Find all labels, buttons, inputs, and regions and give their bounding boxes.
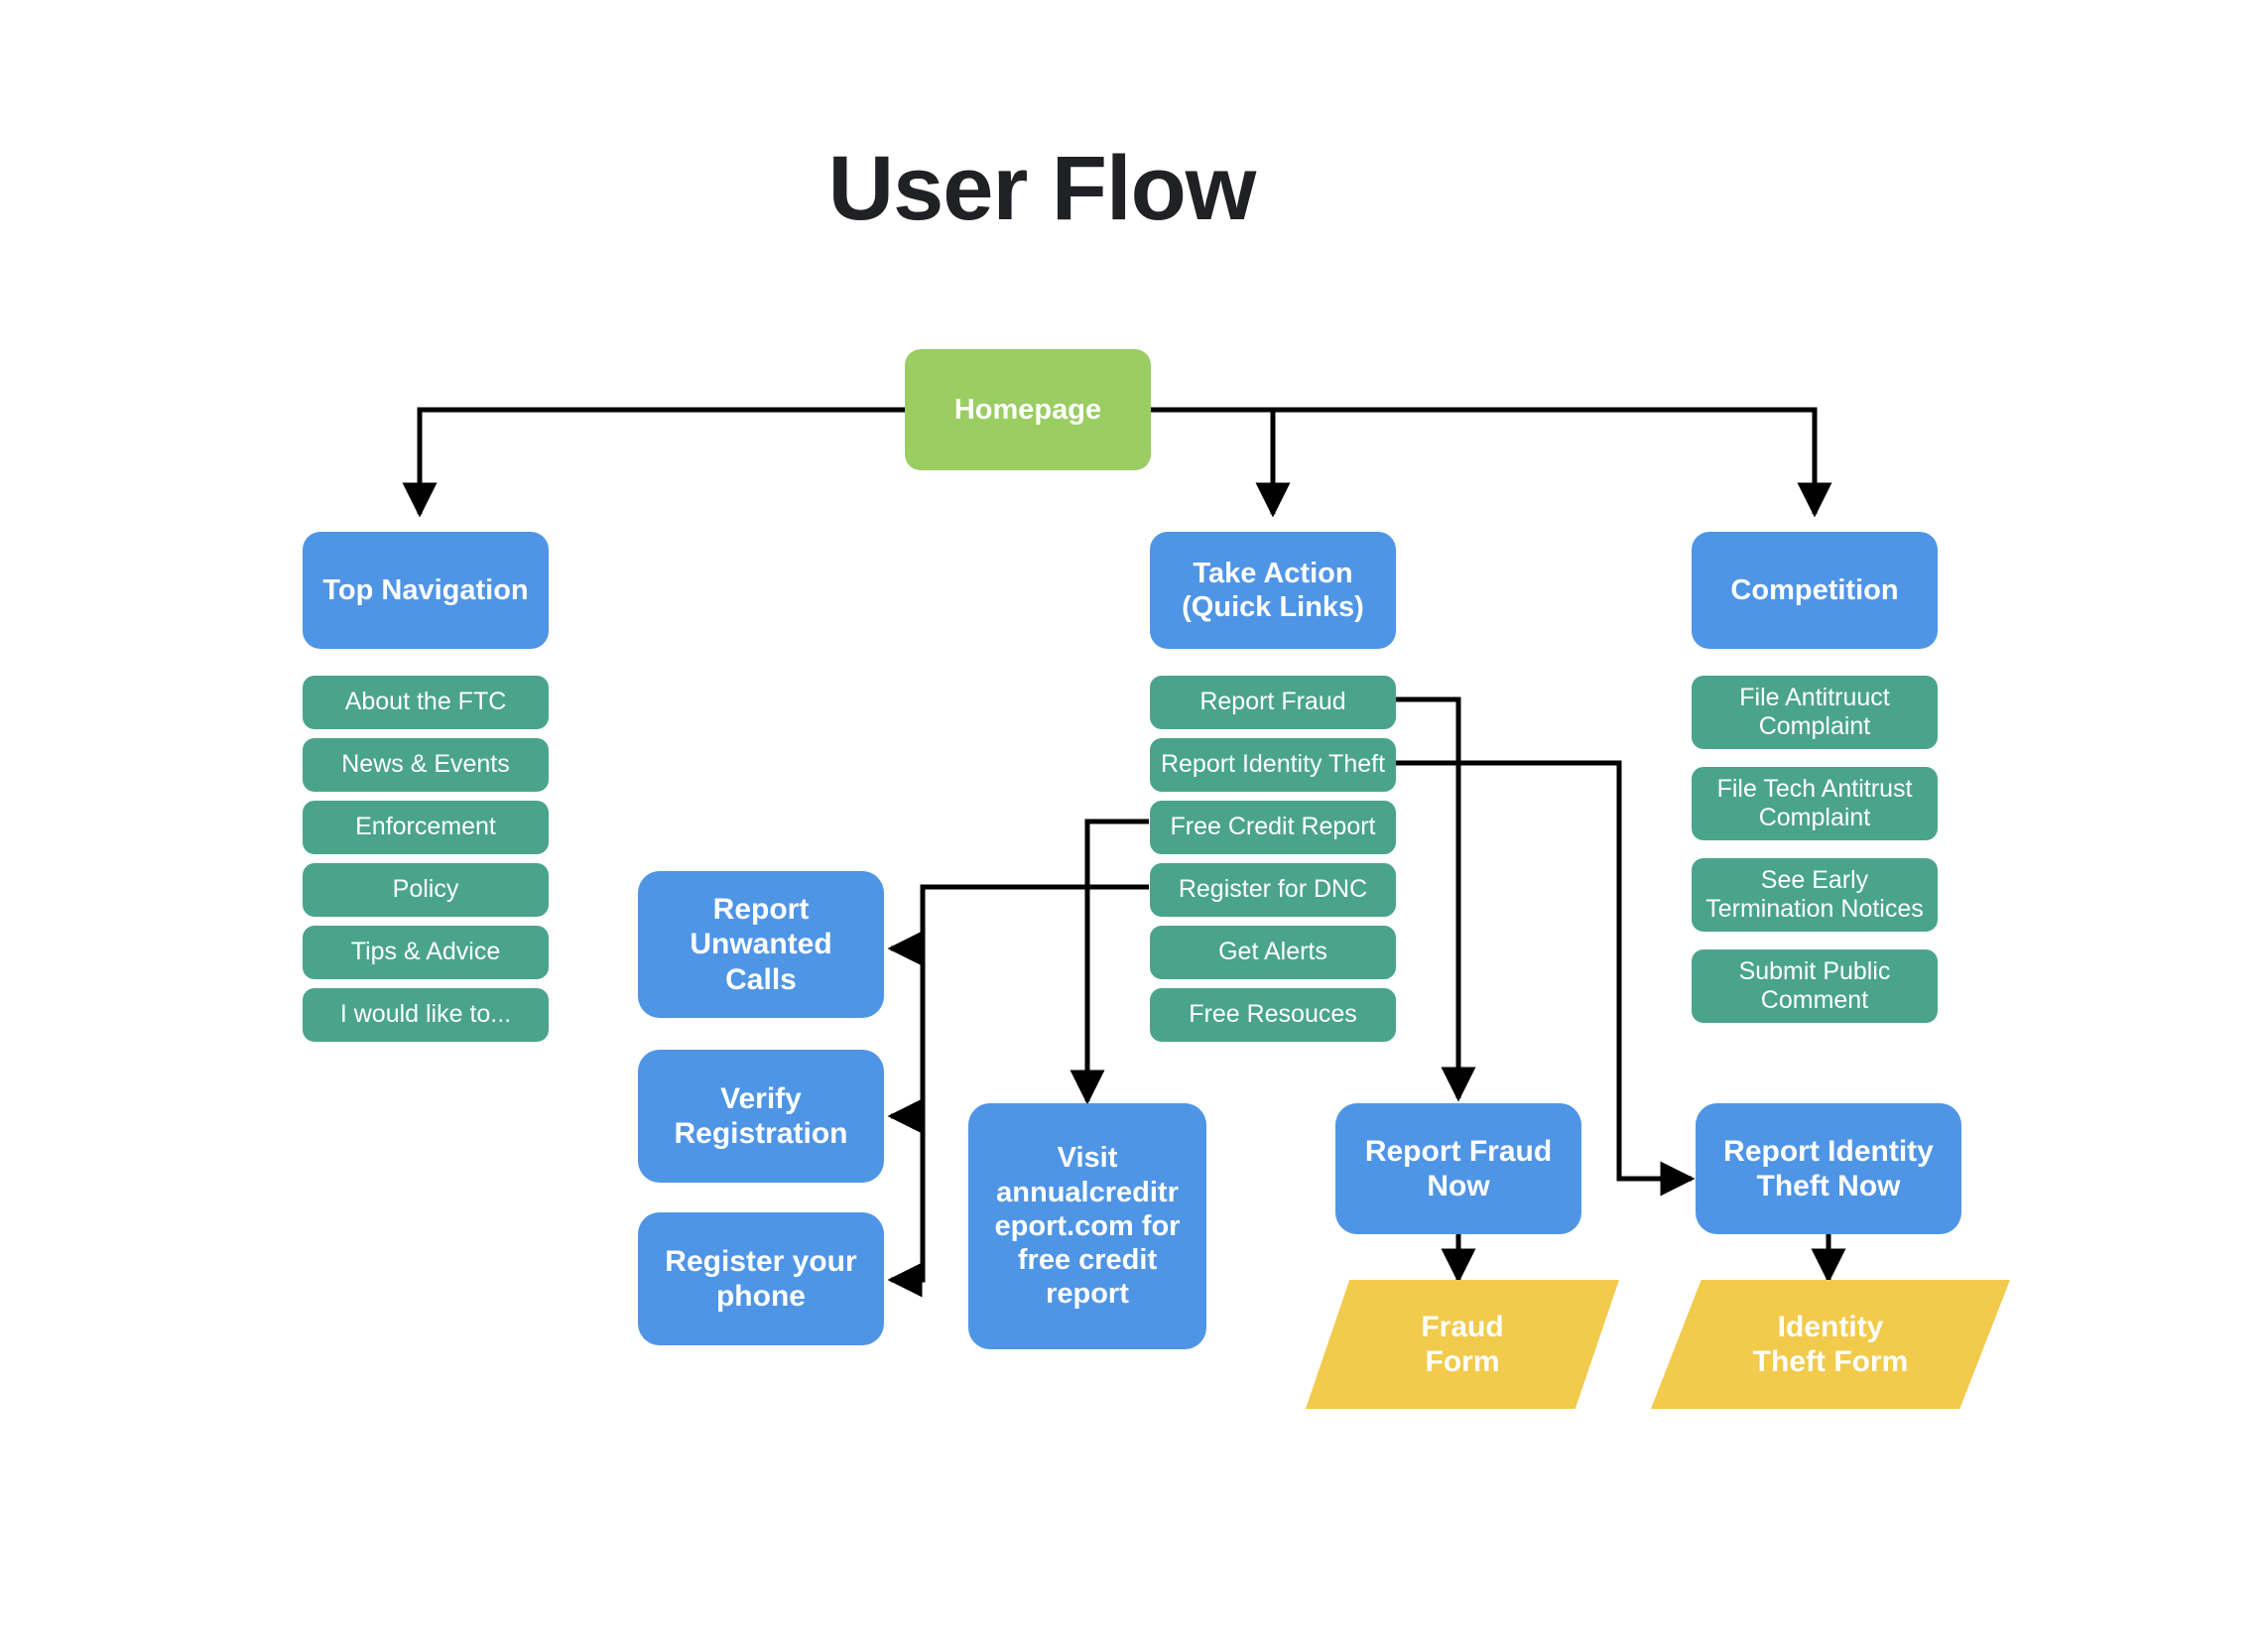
node-file-tech-antitrust-complaint[interactable]: File Tech Antitrust Complaint (1692, 767, 1938, 840)
edge-homepage-take-action (1151, 407, 1291, 518)
node-enforcement[interactable]: Enforcement (303, 801, 549, 854)
node-take-action-label: Take Action (Quick Links) (1182, 557, 1364, 623)
node-enforcement-label: Enforcement (355, 813, 496, 841)
page-title: User Flow (827, 138, 1257, 239)
node-visit-annualcreditreport-label: Visit annualcreditr eport.com for free c… (994, 1142, 1181, 1311)
node-take-action[interactable]: Take Action (Quick Links) (1150, 532, 1396, 649)
node-identity-theft-form[interactable]: Identity Theft Form (1651, 1280, 2010, 1409)
node-free-resouces[interactable]: Free Resouces (1150, 988, 1396, 1042)
node-top-navigation[interactable]: Top Navigation (303, 532, 549, 649)
node-homepage[interactable]: Homepage (905, 349, 1151, 470)
node-competition[interactable]: Competition (1692, 532, 1938, 649)
node-report-identity-theft-now[interactable]: Report Identity Theft Now (1696, 1103, 1961, 1234)
node-file-tech-antitrust-complaint-label: File Tech Antitrust Complaint (1716, 774, 1913, 832)
edge-dnc-report-unwanted-calls (887, 884, 1149, 966)
node-news-events[interactable]: News & Events (303, 738, 549, 792)
node-report-unwanted-calls-label: Report Unwanted Calls (690, 892, 832, 996)
node-i-would-like-to[interactable]: I would like to... (303, 988, 549, 1042)
edge-homepage-top-navigation (402, 407, 913, 518)
node-report-unwanted-calls[interactable]: Report Unwanted Calls (638, 871, 884, 1018)
node-top-navigation-label: Top Navigation (322, 573, 529, 606)
node-report-fraud-now[interactable]: Report Fraud Now (1335, 1103, 1581, 1234)
node-report-fraud[interactable]: Report Fraud (1150, 676, 1396, 729)
node-tips-advice-label: Tips & Advice (350, 938, 501, 966)
node-submit-public-comment-label: Submit Public Comment (1738, 956, 1891, 1015)
node-register-your-phone-label: Register your phone (665, 1244, 857, 1313)
node-report-identity-theft[interactable]: Report Identity Theft (1150, 738, 1396, 792)
node-report-fraud-label: Report Fraud (1199, 688, 1346, 716)
node-submit-public-comment[interactable]: Submit Public Comment (1692, 949, 1938, 1023)
edge-dnc-register-your-phone (887, 887, 926, 1298)
edge-homepage-competition (1151, 407, 1832, 518)
node-free-resouces-label: Free Resouces (1189, 1000, 1357, 1029)
node-fraud-form-label: Fraud Form (1421, 1310, 1504, 1378)
node-file-antitruuct-complaint-label: File Antitruuct Complaint (1739, 683, 1890, 741)
node-register-your-phone[interactable]: Register your phone (638, 1212, 884, 1345)
node-about-the-ftc[interactable]: About the FTC (303, 676, 549, 729)
node-policy[interactable]: Policy (303, 863, 549, 917)
node-free-credit-report-label: Free Credit Report (1170, 813, 1376, 841)
node-report-identity-theft-label: Report Identity Theft (1160, 750, 1386, 779)
node-file-antitruuct-complaint[interactable]: File Antitruuct Complaint (1692, 676, 1938, 749)
node-register-for-dnc-label: Register for DNC (1178, 875, 1368, 904)
node-free-credit-report[interactable]: Free Credit Report (1150, 801, 1396, 854)
node-competition-label: Competition (1730, 573, 1899, 606)
node-get-alerts-label: Get Alerts (1218, 938, 1327, 966)
node-see-early-termination-notices-label: See Early Termination Notices (1705, 865, 1924, 924)
edge-free-credit-report-visit (1070, 819, 1149, 1105)
node-fraud-form[interactable]: Fraud Form (1306, 1280, 1619, 1409)
edge-dnc-verify-registration (887, 887, 926, 1134)
node-see-early-termination-notices[interactable]: See Early Termination Notices (1692, 858, 1938, 932)
node-verify-registration[interactable]: Verify Registration (638, 1050, 884, 1183)
node-report-fraud-now-label: Report Fraud Now (1364, 1134, 1553, 1202)
node-policy-label: Policy (392, 875, 459, 904)
node-homepage-label: Homepage (953, 393, 1102, 426)
node-tips-advice[interactable]: Tips & Advice (303, 926, 549, 979)
node-i-would-like-to-label: I would like to... (339, 1000, 512, 1029)
node-report-identity-theft-now-label: Report Identity Theft Now (1723, 1134, 1934, 1202)
node-verify-registration-label: Verify Registration (674, 1081, 848, 1150)
node-identity-theft-form-label: Identity Theft Form (1752, 1310, 1909, 1378)
node-register-for-dnc[interactable]: Register for DNC (1150, 863, 1396, 917)
node-about-the-ftc-label: About the FTC (344, 688, 507, 716)
node-news-events-label: News & Events (341, 750, 510, 779)
node-get-alerts[interactable]: Get Alerts (1150, 926, 1396, 979)
node-visit-annualcreditreport[interactable]: Visit annualcreditr eport.com for free c… (968, 1103, 1206, 1349)
edge-report-fraud-now (1394, 696, 1476, 1102)
